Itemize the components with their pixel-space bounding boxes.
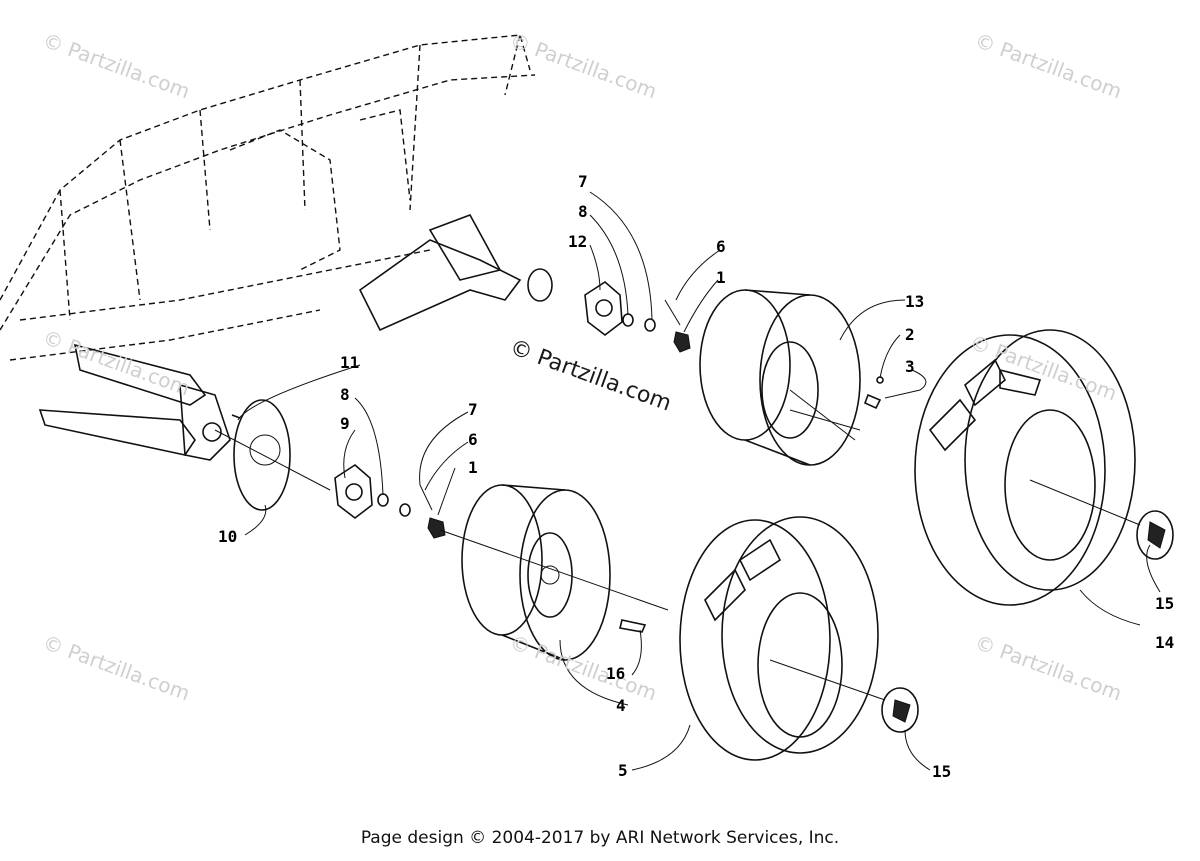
rear-tire [914,329,1141,606]
callout-5: 5 [618,761,628,780]
rear-hub-cap [1136,510,1174,560]
leader-lines [237,191,1161,771]
callout-15: 15 [1155,594,1175,613]
callout-2: 2 [905,325,915,344]
front-hub-assembly [214,429,446,539]
callout-12: 12 [568,232,588,251]
callout-8: 8 [578,202,588,221]
vehicle-frame [0,34,536,361]
front-wheel-rim [439,484,669,661]
brake-disc [231,399,291,511]
front-tire [679,516,886,761]
callout-9: 9 [340,414,350,433]
suspension-arms [38,214,553,461]
callout-10: 10 [218,527,238,546]
callout-7: 7 [468,400,478,419]
callout-4: 4 [616,696,626,715]
callout-3: 3 [905,357,915,376]
callout-14: 14 [1155,633,1175,652]
callout-1: 1 [468,458,478,477]
callout-15: 15 [932,762,952,781]
callout-7: 7 [578,172,588,191]
rear-hub-assembly [584,281,691,353]
callout-1: 1 [716,268,726,287]
callout-13: 13 [905,292,925,311]
front-hub-cap [881,687,919,733]
page-footer: Page design © 2004-2017 by ARI Network S… [360,828,840,848]
callout-6: 6 [468,430,478,449]
callout-6: 6 [716,237,726,256]
rear-wheel-rim [699,289,884,466]
callout-16: 16 [606,664,626,683]
callout-11: 11 [340,353,360,372]
callout-8: 8 [340,385,350,404]
